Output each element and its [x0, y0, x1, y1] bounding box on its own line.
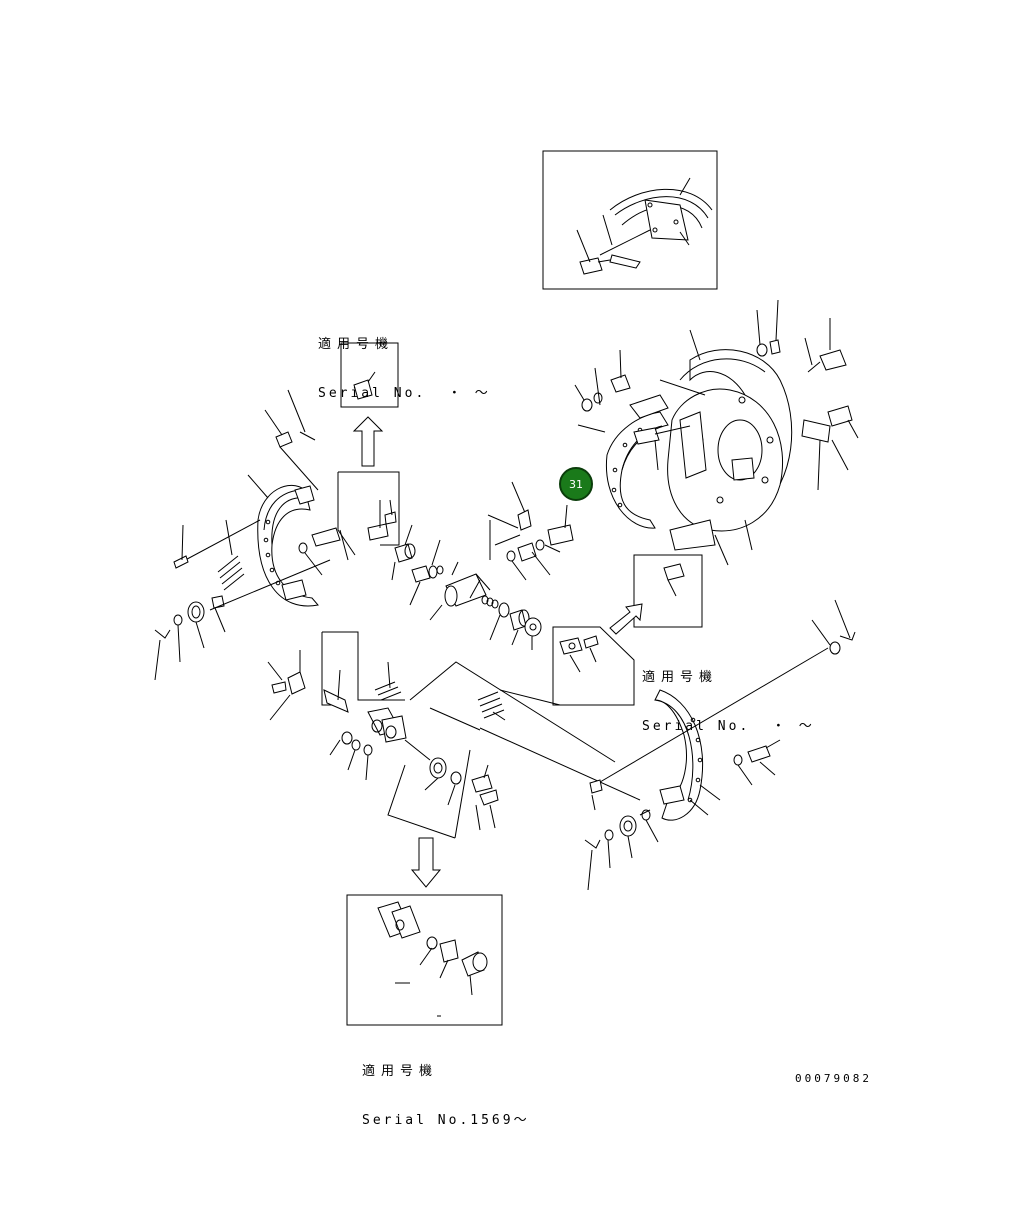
- applicability-note-2: 適用号機 Serial No. ・ ～: [642, 636, 815, 749]
- applicability-serial-2: Serial No. ・ ～: [642, 719, 815, 734]
- inset-box-upper-left: [337, 342, 400, 556]
- left-hardware: [154, 389, 349, 681]
- document-number: 00079082: [795, 1072, 872, 1085]
- inset-box-mid-right: [552, 554, 703, 706]
- part-callout-label: 31: [569, 477, 583, 491]
- lower-left-assembly: [267, 631, 641, 839]
- lower-right-hardware: [584, 599, 856, 891]
- part-callout-31[interactable]: 31: [559, 467, 593, 501]
- left-brake-shoe: [247, 474, 319, 607]
- center-hardware: [367, 481, 574, 650]
- applicability-jp-1: 適用号機: [318, 337, 395, 352]
- inset-box-top: [542, 150, 718, 290]
- lower-right-brake-shoe: [589, 647, 829, 821]
- applicability-jp-3: 適用号機: [362, 1064, 439, 1079]
- applicability-note-1: 適用号機 Serial No. ・ ～: [318, 303, 491, 416]
- right-hardware: [574, 299, 859, 491]
- applicability-serial-1: Serial No. ・ ～: [318, 386, 491, 401]
- applicability-jp-2: 適用号機: [642, 670, 719, 685]
- applicability-serial-3: Serial No.1569～: [362, 1113, 530, 1128]
- applicability-note-3: 適用号機 Serial No.1569～: [362, 1030, 530, 1143]
- back-plate: [659, 329, 793, 566]
- right-brake-shoe: [577, 394, 669, 529]
- inset-box-bottom: [346, 837, 503, 1026]
